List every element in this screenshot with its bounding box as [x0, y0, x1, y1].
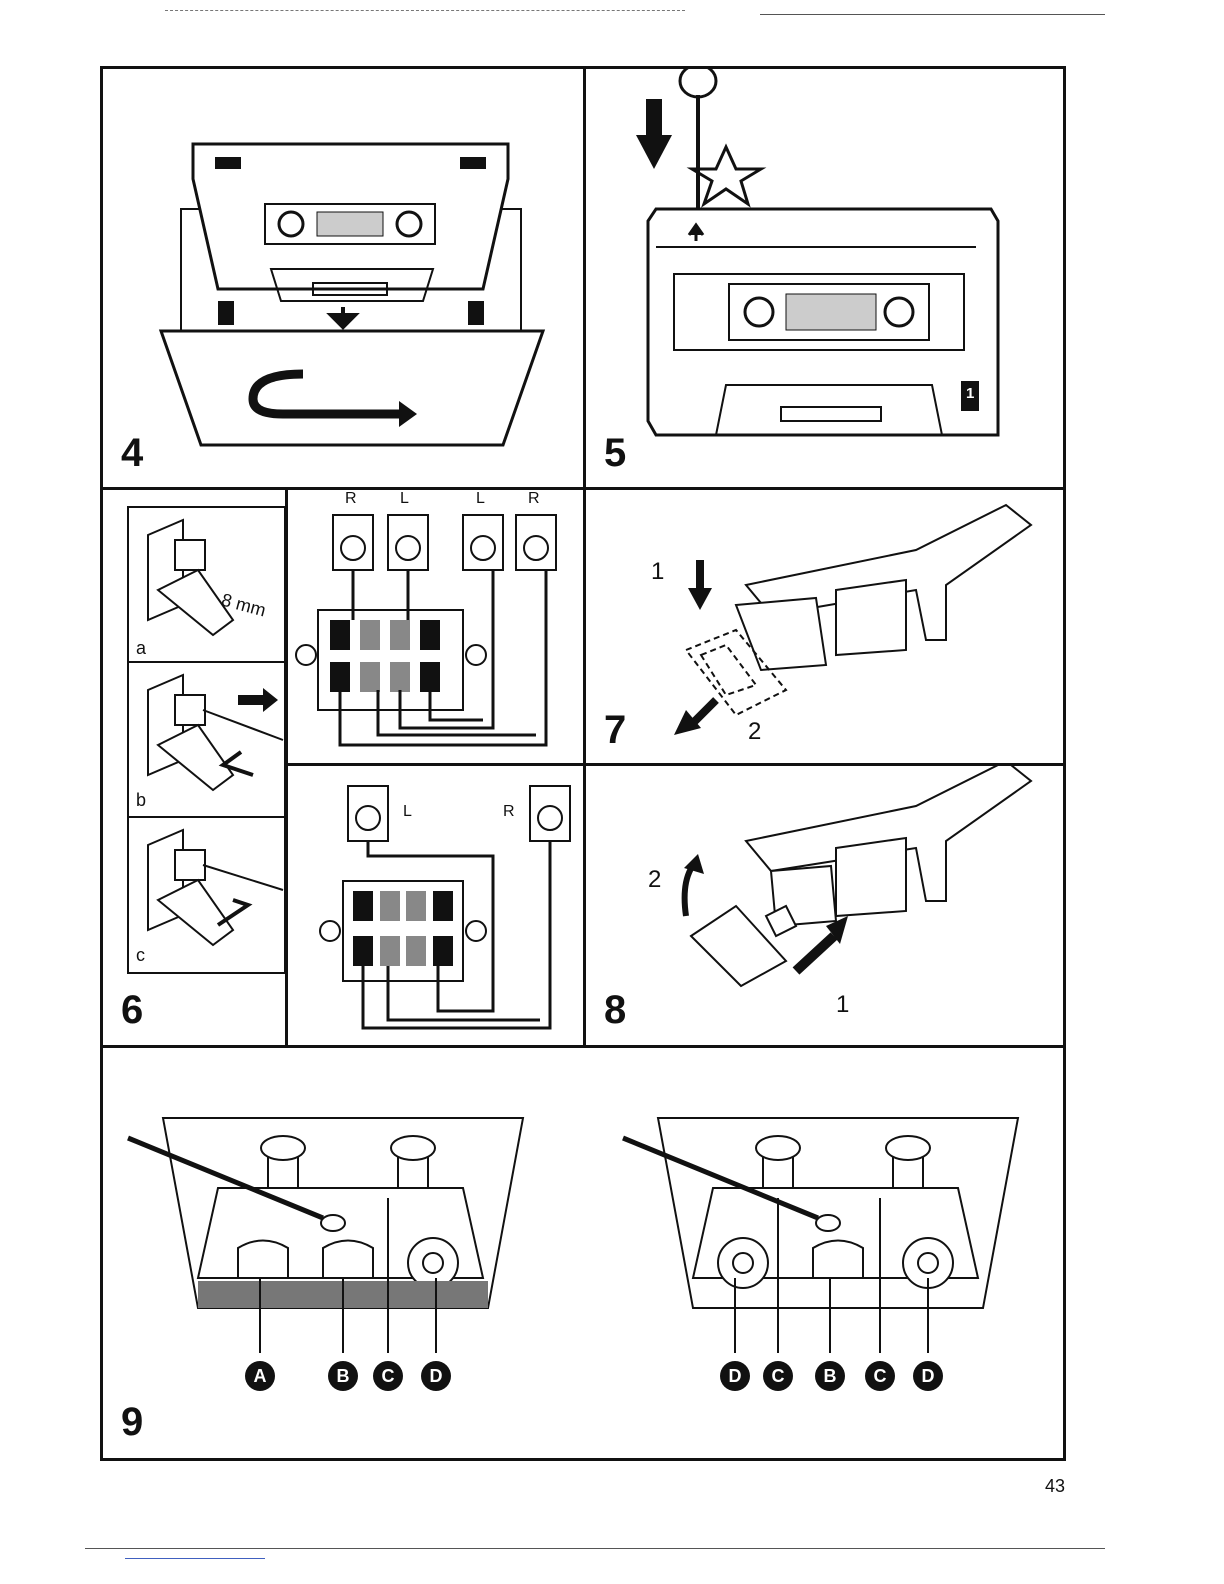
- panel-7: 1 2 7: [586, 490, 1063, 763]
- scan-artifact-top-left: [165, 10, 685, 11]
- action-label-1: 1: [651, 558, 664, 586]
- label-badge-b: B: [815, 1361, 845, 1391]
- panel-6: 8 mm a b c 6: [103, 490, 285, 1045]
- panel-5: 1 5: [586, 69, 1063, 487]
- speaker-label-4: R: [528, 490, 540, 508]
- panel-6-bottom-wiring: L R: [288, 766, 583, 1045]
- step-number: 4: [121, 431, 143, 476]
- action-label-1: 1: [836, 991, 849, 1019]
- label-badge-a: A: [245, 1361, 275, 1391]
- label-badge-d: D: [720, 1361, 750, 1391]
- speaker-label-left: L: [403, 803, 412, 821]
- speaker-label-right: R: [503, 803, 515, 821]
- step-number: 7: [604, 708, 626, 753]
- panel-9: A B C D D C B C D 9: [103, 1048, 1063, 1458]
- action-label-2: 2: [648, 866, 661, 894]
- panel-8: 2 1 8: [586, 766, 1063, 1045]
- erase-protection-illustration: [586, 69, 1063, 487]
- label-badge-b: B: [328, 1361, 358, 1391]
- step-number: 6: [121, 988, 143, 1033]
- substep-b: b: [136, 790, 146, 811]
- substep-a: a: [136, 638, 146, 659]
- tape-head-cleaning-illustration: [103, 1048, 1063, 1458]
- scan-artifact-bottom: [85, 1548, 1105, 1549]
- action-label-2: 2: [748, 718, 761, 746]
- label-badge-c: C: [763, 1361, 793, 1391]
- label-badge-d: D: [421, 1361, 451, 1391]
- four-speaker-wiring: [288, 490, 583, 763]
- speaker-label-2: L: [400, 490, 409, 508]
- page-number: 43: [1045, 1476, 1065, 1497]
- label-badge-d: D: [913, 1361, 943, 1391]
- panel-6-top-wiring: R L L R: [288, 490, 583, 763]
- scan-artifact-bottom-blue: [125, 1558, 265, 1559]
- cassette-insert-illustration: [103, 69, 583, 487]
- step-number: 8: [604, 988, 626, 1033]
- two-speaker-wiring: [288, 766, 583, 1045]
- scan-artifact-top-right: [760, 14, 1105, 15]
- illustration-grid: 4 1 5: [100, 66, 1066, 1461]
- speaker-label-3: L: [476, 490, 485, 508]
- substep-c: c: [136, 945, 145, 966]
- label-badge-c: C: [865, 1361, 895, 1391]
- stylus-insert-illustration: [586, 766, 1063, 1045]
- speaker-label-1: R: [345, 490, 357, 508]
- step-number: 9: [121, 1400, 143, 1445]
- panel-4: 4: [103, 69, 583, 487]
- stylus-removal-illustration: [586, 490, 1063, 763]
- label-badge-c: C: [373, 1361, 403, 1391]
- cassette-side-label: 1: [966, 385, 974, 402]
- step-number: 5: [604, 431, 626, 476]
- wire-connection-steps: [103, 490, 285, 1045]
